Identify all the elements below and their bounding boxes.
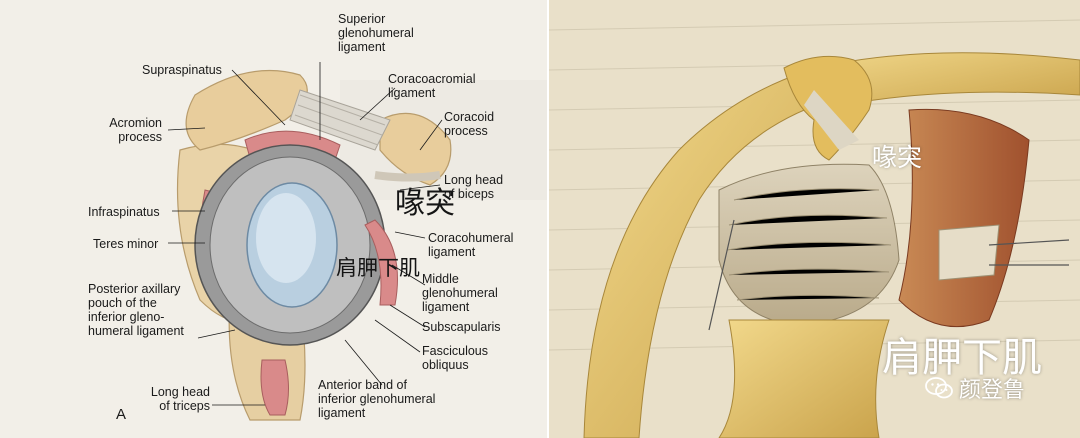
label-middle-glenohumeral-ligament: Middle glenohumeral ligament [422,272,498,314]
glenoid-illustration [167,62,452,421]
cn-label-coracoid-right: 喙突 [872,143,923,172]
wechat-watermark: 颜登鲁 [925,372,1025,404]
wechat-icon [925,377,953,399]
label-acromion-process: Acromion process [109,116,162,144]
shoulder-painting [549,19,1080,438]
label-long-head-of-triceps: Long head of triceps [150,385,210,413]
label-posterior-axillary-pouch: Posterior axillary pouch of the inferior… [88,282,184,338]
label-coracohumeral-ligament: Coracohumeral ligament [428,231,514,259]
cn-label-subscapularis: 肩胛下肌 [336,256,420,280]
figure-letter: A [116,406,127,423]
label-supraspinatus: Supraspinatus [142,63,222,77]
label-anterior-band-inferior-gh-ligament: Anterior band of inferior glenohumeral l… [318,378,436,420]
label-fasciculous-obliquus: Fasciculous obliquus [422,344,488,372]
label-long-head-of-biceps: Long head of biceps [444,173,504,201]
label-infraspinatus: Infraspinatus [88,205,160,219]
cn-label-subscapularis-right: 肩胛下肌 [882,335,1042,381]
label-teres-minor: Teres minor [93,237,159,251]
cn-label-coracoid: 喙突 [395,186,455,221]
right-anatomy-figure: 喙突 肩胛下肌 [549,0,1080,438]
label-coracoid-process: Coracoid process [444,110,495,138]
label-coracoacromial-ligament: Coracoacromial ligament [388,72,476,100]
label-subscapularis: Subscapularis [422,320,501,334]
label-superior-glenohumeral-ligament: Superior glenohumeral ligament [338,12,414,54]
watermark-author-name: 颜登鲁 [959,378,1026,403]
left-anatomy-figure: Superior glenohumeral ligament Supraspin… [88,12,514,423]
panel-divider [547,0,550,438]
